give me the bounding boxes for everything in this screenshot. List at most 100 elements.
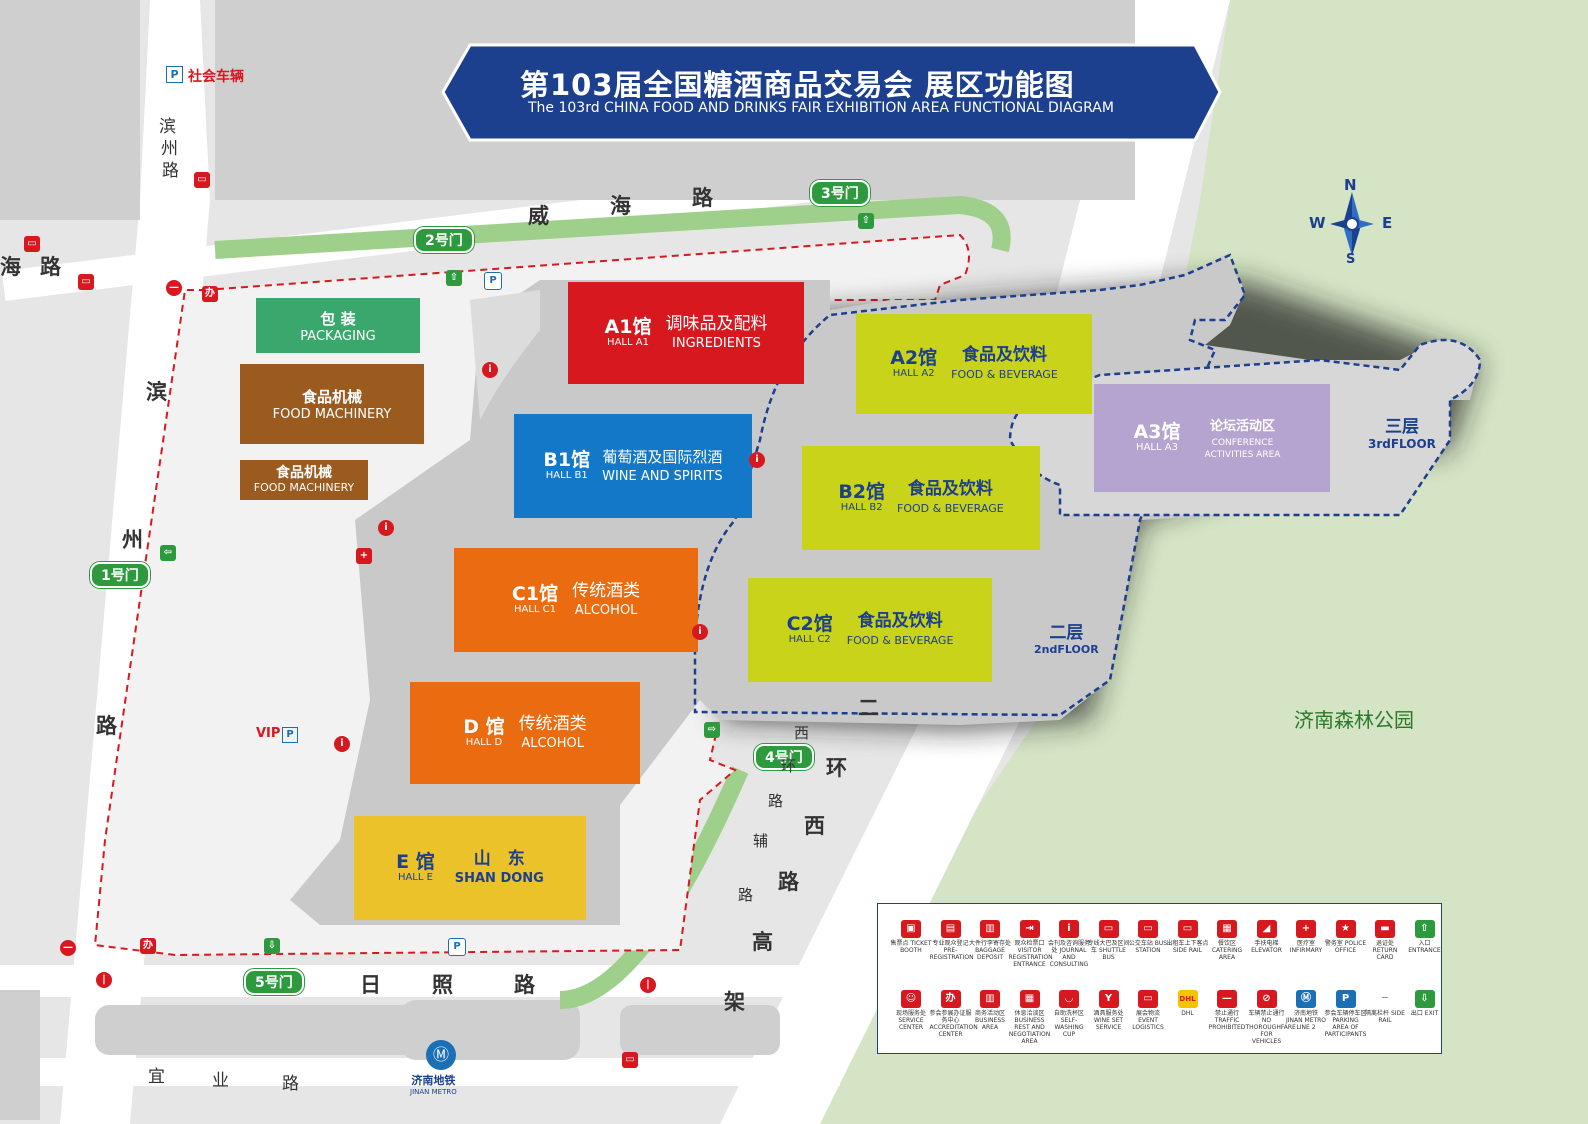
yiye-road-band bbox=[0, 1058, 840, 1086]
title-banner bbox=[441, 43, 1222, 142]
legend-label: 大件行李寄存处 BAGGAGE DEPOSIT bbox=[969, 940, 1012, 961]
road-fulu-4: 辅 bbox=[753, 832, 769, 850]
info-icon[interactable]: i bbox=[749, 452, 765, 468]
legend-item-no-entry: —禁止通行 TRAFFIC PROHIBITED bbox=[1206, 990, 1248, 1031]
legend-label: 隔离栏杆 SIDE RAIL bbox=[1365, 1010, 1405, 1024]
gate-4[interactable]: 4号门 bbox=[754, 744, 814, 770]
rest-area-icon: ▦ bbox=[1019, 990, 1040, 1008]
gate-5[interactable]: 5号门 bbox=[244, 969, 304, 995]
legend-item-no-vehicles: ⊘车辆禁止通行 NO THOROUGHFARE FOR VEHICLES bbox=[1245, 990, 1296, 1045]
gate-2[interactable]: 2号门 bbox=[414, 227, 474, 253]
service-center-icon: ☺ bbox=[901, 990, 921, 1008]
legend-item-service-center: ☺现场服务处 SERVICE CENTER bbox=[890, 990, 932, 1031]
road-erhuan-4: 路 bbox=[778, 870, 799, 894]
parking-icon: P bbox=[1335, 990, 1356, 1008]
side-rail-icon: ┄ bbox=[1381, 993, 1389, 1004]
road-binzhou-3: 路 bbox=[96, 714, 117, 738]
exit-icon[interactable]: ⇦ bbox=[160, 545, 176, 561]
legend-item-police: ★警务室 POLICE OFFICE bbox=[1325, 920, 1367, 954]
legend-item-rest-area: ▦ 休息洽谈区 BUSINESS REST AND NEGOTIATION ARE… bbox=[1009, 990, 1051, 1045]
legend-label: 休息洽谈区 BUSINESS REST AND NEGOTIATION AREA bbox=[1008, 1010, 1051, 1045]
legend-item-ticket: ▣售票点 TICKET BOOTH bbox=[890, 920, 932, 954]
legend-label: 车辆禁止通行 NO THOROUGHFARE FOR VEHICLES bbox=[1245, 1010, 1296, 1045]
vip-parking-icon: P bbox=[282, 727, 298, 743]
road-yiye-3: 路 bbox=[282, 1074, 299, 1094]
legend-item-accreditation: 办参会参展办证服务中心 ACCREDITATION CENTER bbox=[929, 990, 978, 1038]
legend-label: 商务活动区 BUSINESS AREA bbox=[974, 1010, 1005, 1031]
compass-e: E bbox=[1382, 214, 1393, 232]
road-erhuan-6: 架 bbox=[724, 990, 745, 1014]
legend-panel: ▣售票点 TICKET BOOTH ▤ 专业观众登记 PRE-REGISTRATIO… bbox=[877, 903, 1442, 1054]
dhl-icon: DHL bbox=[1177, 990, 1198, 1008]
legend-label: 济南地铁 JINAN METRO LINE 2 bbox=[1285, 1010, 1327, 1031]
gate-1[interactable]: 1号门 bbox=[90, 562, 150, 588]
no-entry-icon: — bbox=[166, 280, 182, 296]
visitor-entrance-icon: ⇥ bbox=[1019, 920, 1040, 938]
legend-label: 警务室 POLICE OFFICE bbox=[1324, 940, 1367, 954]
legend-item-info: i 会刊及咨询服务处 JOURNAL AND CONSULTING bbox=[1048, 920, 1090, 968]
ticket-icon: ▣ bbox=[901, 920, 921, 938]
legend-item-infirmary: +医疗室 INFIRMARY bbox=[1285, 920, 1327, 954]
road-rizhao-3: 路 bbox=[514, 973, 535, 997]
infirmary-icon[interactable]: + bbox=[356, 548, 372, 564]
legend-item-clipboard: ▤ 专业观众登记 PRE-REGISTRATION bbox=[929, 920, 974, 961]
road-rizhao-2: 照 bbox=[432, 973, 453, 997]
accreditation-icon: 办 bbox=[940, 990, 961, 1008]
legend-item-taxi: ▭出租车上下客点 SIDE RAIL bbox=[1167, 920, 1209, 954]
area-food-machinery-1[interactable]: 食品机械 FOOD MACHINERY bbox=[240, 364, 424, 444]
legend-label: 会刊及咨询服务处 JOURNAL AND CONSULTING bbox=[1048, 940, 1091, 968]
no-entry-icon: | bbox=[640, 977, 656, 993]
legend-item-visitor-entrance: ⇥ 观众检票口 VISITOR REGISTRATION ENTRANCE bbox=[1008, 920, 1053, 968]
legend-label: 专业观众登记 PRE-REGISTRATION bbox=[929, 940, 974, 961]
info-icon[interactable]: i bbox=[334, 736, 350, 752]
bus-icon: ▭ bbox=[622, 1052, 638, 1068]
gate-3[interactable]: 3号门 bbox=[810, 180, 870, 206]
parking-icon: P bbox=[448, 938, 466, 956]
floor-2-label: 二层 2ndFLOOR bbox=[1034, 623, 1099, 656]
catering-icon: ▦ bbox=[1217, 920, 1237, 938]
floor-3-label: 三层 3rdFLOOR bbox=[1368, 417, 1436, 451]
info-icon[interactable]: i bbox=[482, 362, 498, 378]
road-weihai-left-1: 海 bbox=[0, 255, 21, 279]
info-icon[interactable]: i bbox=[692, 624, 708, 640]
legend-label: 参会参展办证服务中心 ACCREDITATION CENTER bbox=[929, 1010, 978, 1038]
road-erhuan-5: 高 bbox=[752, 930, 773, 954]
compass-w: W bbox=[1309, 214, 1326, 232]
legend-item-cup-washing: ◡自助洗杯区 SELF-WASHING CUP bbox=[1048, 990, 1090, 1038]
entrance-icon[interactable]: ⇧ bbox=[446, 270, 462, 286]
legend-item-logistics: ▭展会物流 EVENT LOGISTICS bbox=[1127, 990, 1169, 1031]
legend-label: 退证处 RETURN CARD bbox=[1372, 940, 1398, 961]
wine-set-icon: Y bbox=[1098, 990, 1119, 1008]
entrance-icon[interactable]: ⇧ bbox=[858, 213, 874, 229]
info-icon: i bbox=[1059, 920, 1079, 938]
taxi-icon: ▭ bbox=[1177, 920, 1198, 938]
accreditation-icon[interactable]: 办 bbox=[140, 938, 156, 954]
social-parking-label: 社会车辆 bbox=[188, 69, 244, 85]
exit-icon[interactable]: ⇨ bbox=[704, 722, 720, 738]
area-packaging[interactable]: 包 装 PACKAGING bbox=[256, 298, 420, 353]
legend-label: 观众检票口 VISITOR REGISTRATION ENTRANCE bbox=[1008, 940, 1053, 968]
legend-item-return-card: ▬退证处 RETURN CARD bbox=[1364, 920, 1406, 961]
area-food-machinery-2[interactable]: 食品机械 FOOD MACHINERY bbox=[240, 460, 368, 500]
accreditation-icon[interactable]: 办 bbox=[202, 286, 218, 302]
erhuan-road bbox=[720, 0, 1230, 1124]
clipboard-icon: ▤ bbox=[940, 920, 961, 938]
entrance-icon[interactable]: ⇩ bbox=[264, 938, 280, 954]
entrance-icon: ⇧ bbox=[1414, 920, 1435, 938]
road-erhuan-1: 二 bbox=[858, 696, 879, 720]
metro-icon: Ⓜ bbox=[426, 1040, 456, 1070]
info-icon[interactable]: i bbox=[378, 520, 394, 536]
legend-label: 入口 ENTRANCE bbox=[1408, 940, 1441, 954]
